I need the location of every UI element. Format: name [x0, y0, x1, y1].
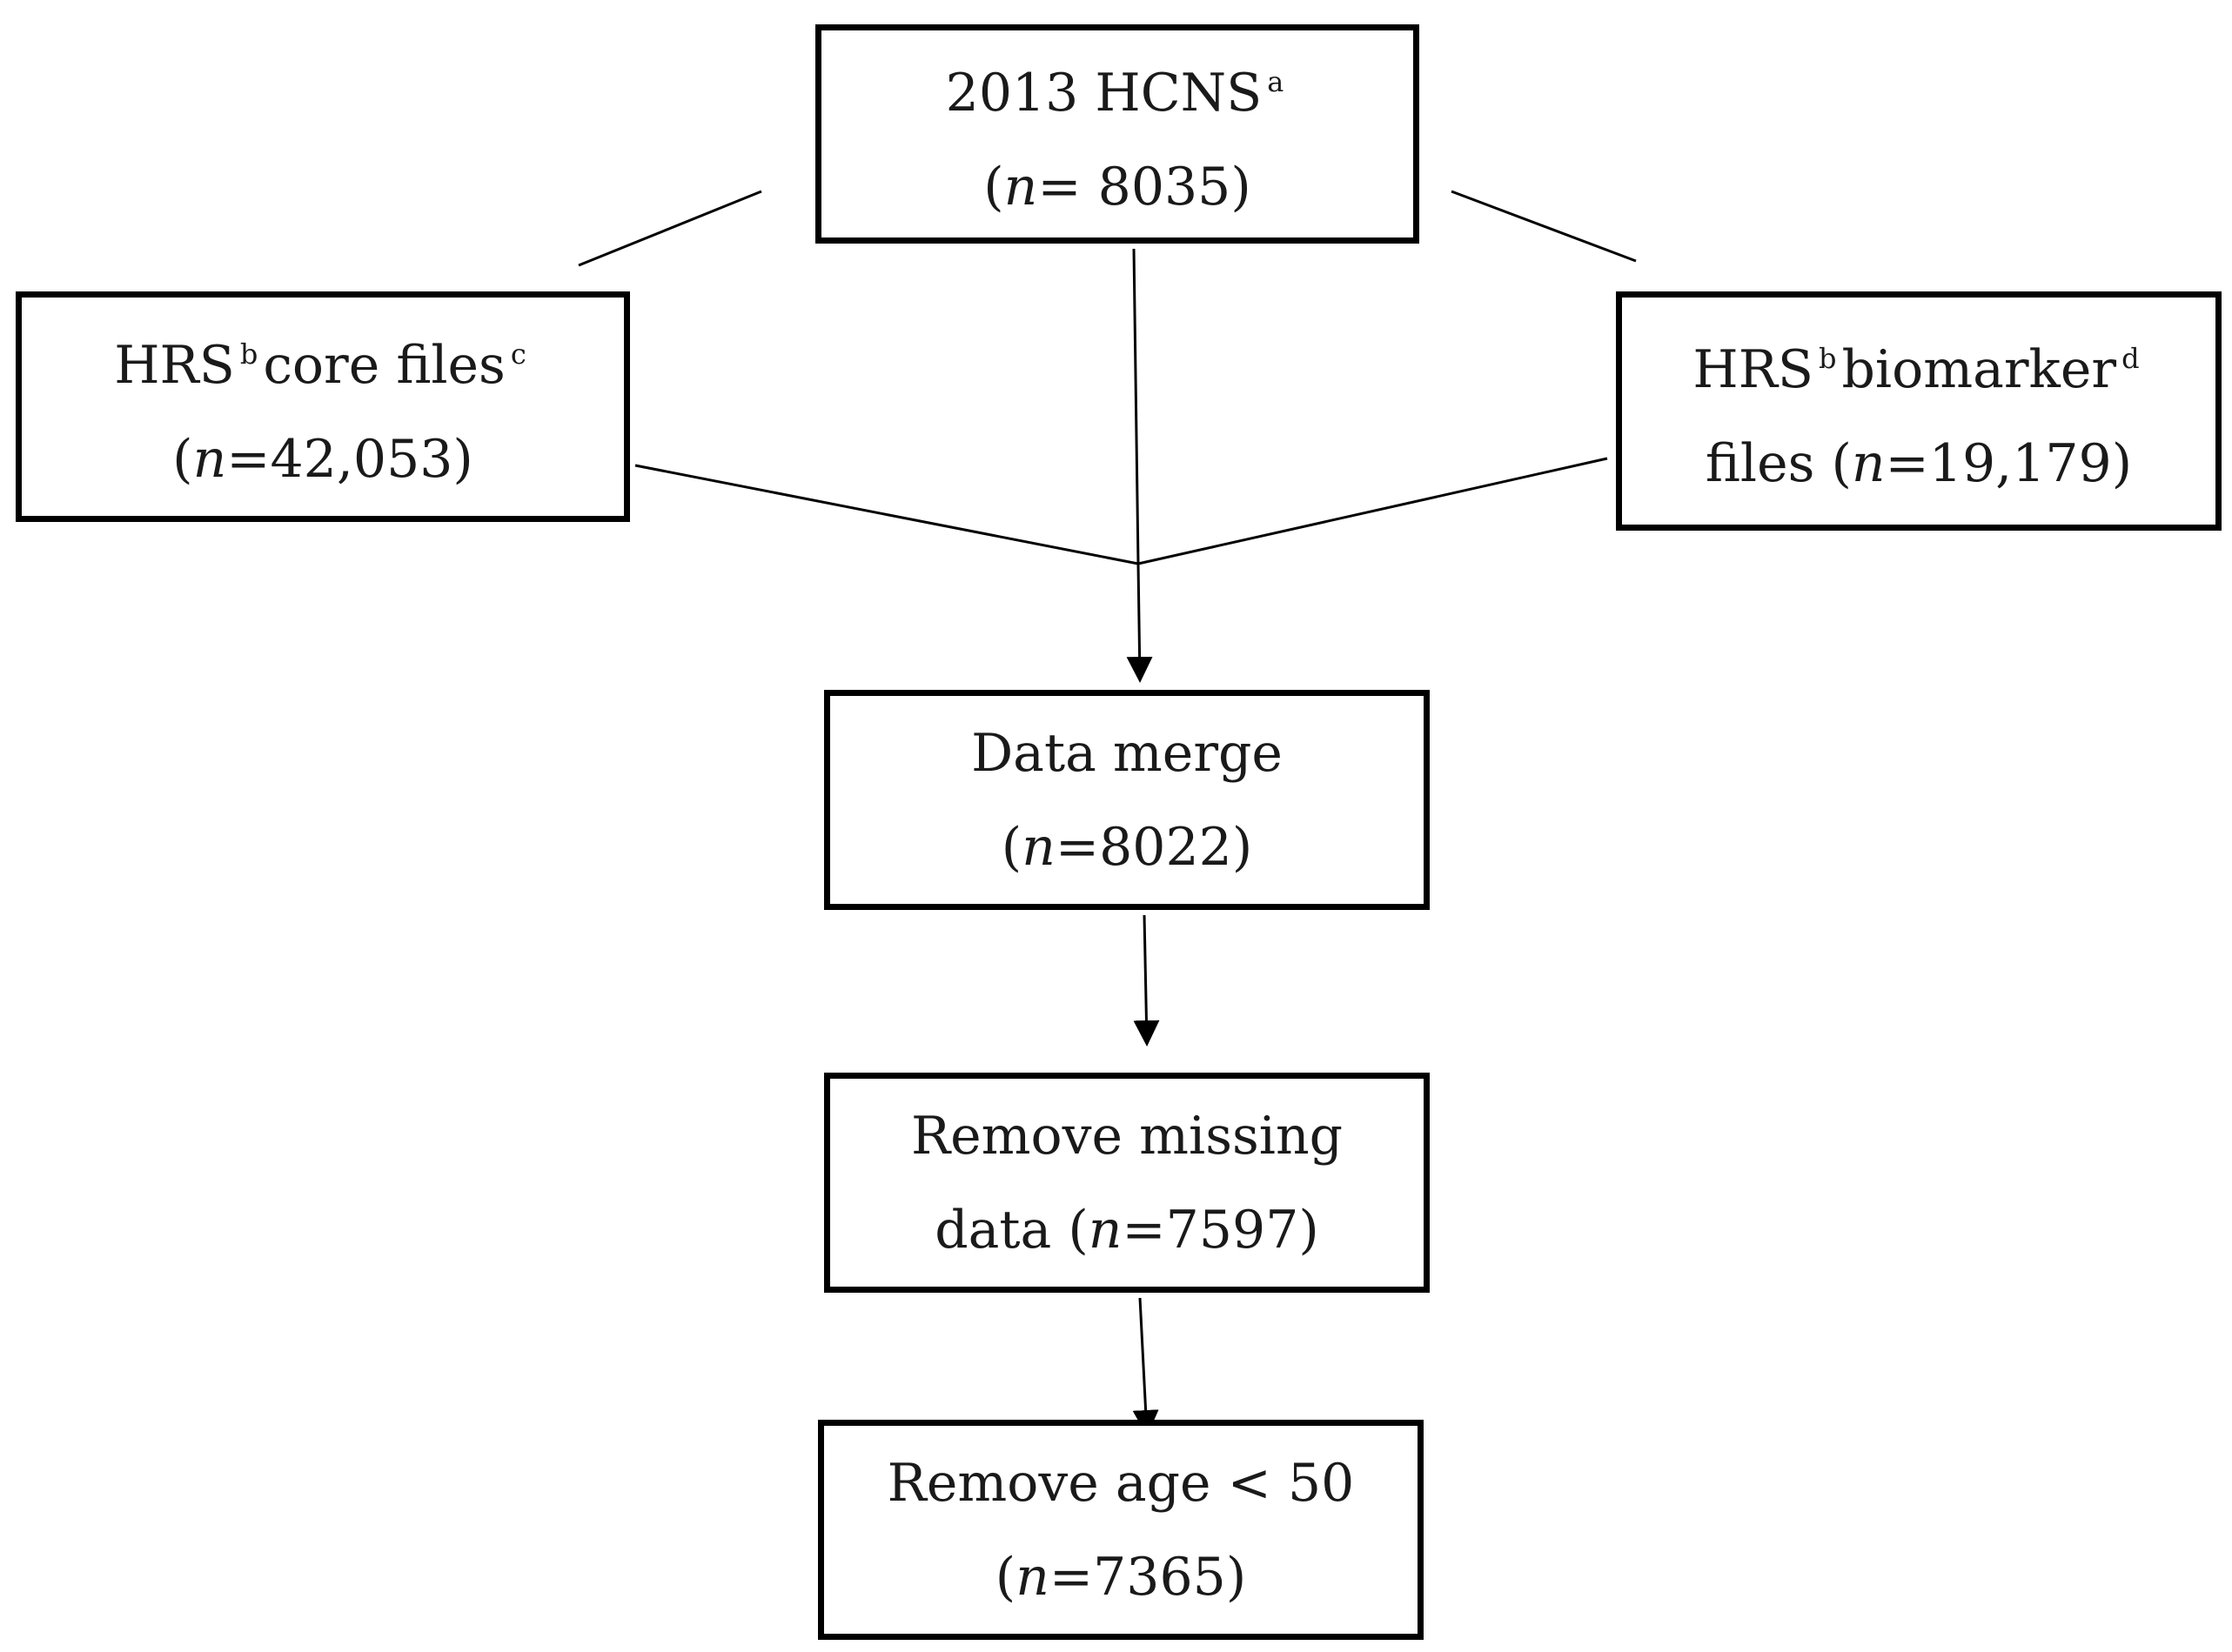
hrs-core-footnote-c: c [510, 338, 526, 371]
hrs-core-count-var: n [192, 429, 227, 490]
remove-missing-line2-prefix: data ( [935, 1199, 1089, 1261]
hrs-biomarker-label: HRS [1692, 339, 1813, 400]
remove-missing-count: data (n=7597) [935, 1183, 1319, 1277]
hcns-count-var: n [1003, 156, 1038, 217]
hrs-core-label2: core files [263, 335, 506, 396]
arrow-missing-to-age [1132, 1297, 1159, 1436]
arrow-to-merge [1126, 563, 1153, 683]
hrs-core-count-value: =42,053) [226, 429, 473, 490]
connector-core-to-merge [634, 464, 1139, 565]
remove-age-count: (n=7365) [995, 1530, 1246, 1624]
remove-missing-count-var: n [1088, 1199, 1123, 1261]
hcns-label: 2013 HCNS [945, 62, 1263, 124]
connector-bio-to-merge [1137, 457, 1608, 565]
decorative-line-left [578, 190, 762, 267]
remove-age-box: Remove age < 50 (n=7365) [818, 1420, 1424, 1640]
data-merge-label: Data merge [971, 722, 1283, 784]
remove-missing-count-value: =7597) [1122, 1199, 1319, 1261]
remove-missing-label: Remove missing [910, 1105, 1344, 1167]
data-merge-count: (n=8022) [1002, 800, 1252, 894]
decorative-line-right [1451, 190, 1637, 263]
hrs-biomarker-footnote-d: d [2121, 342, 2140, 375]
remove-age-count-value: =7365) [1049, 1546, 1247, 1608]
hrs-core-count: (n=42,053) [172, 412, 473, 506]
connector-hcns-to-merge [1132, 248, 1140, 565]
arrow-merge-to-missing [1133, 914, 1160, 1047]
remove-age-count-open: ( [995, 1546, 1016, 1608]
hrs-biomarker-count-var: n [1851, 433, 1886, 494]
hrs-biomarker-footnote-b: b [1819, 342, 1837, 375]
hrs-core-label: HRS [114, 335, 235, 396]
hrs-biomarker-count: files (n=19,179) [1706, 417, 2132, 511]
remove-missing-box: Remove missing data (n=7597) [824, 1073, 1430, 1293]
data-merge-count-var: n [1022, 816, 1056, 878]
hrs-biomarker-line2-prefix: files ( [1705, 433, 1852, 494]
hrs-core-count-open: ( [172, 429, 193, 490]
hrs-biomarker-count-value: =19,179) [1885, 433, 2133, 494]
hcns-count: (n= 8035) [983, 140, 1251, 234]
data-merge-count-value: =8022) [1055, 816, 1253, 878]
hcns-count-open: ( [983, 156, 1004, 217]
hcns-footnote-marker: a [1267, 64, 1284, 98]
hrs-biomarker-label2: biomarker [1841, 339, 2117, 400]
data-merge-count-open: ( [1001, 816, 1022, 878]
data-merge-box: Data merge (n=8022) [824, 690, 1430, 910]
hrs-core-footnote-b: b [239, 338, 258, 371]
remove-age-count-var: n [1015, 1546, 1049, 1608]
remove-age-label: Remove age < 50 [887, 1452, 1355, 1514]
hcns-count-value: = 8035) [1037, 156, 1251, 217]
